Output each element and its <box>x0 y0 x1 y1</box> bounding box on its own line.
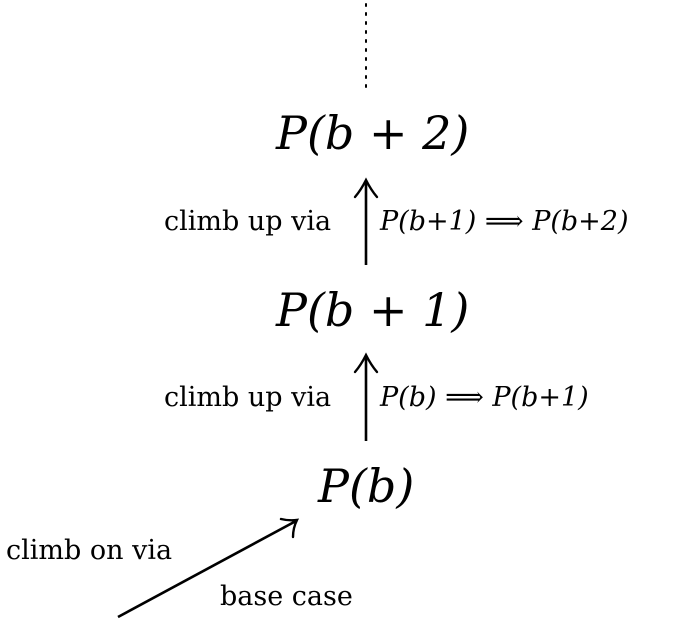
node-p-b-plus-1: P(b + 1) <box>276 283 470 337</box>
node-p-b-plus-2: P(b + 2) <box>276 106 470 160</box>
upper-step-arrow <box>353 177 379 265</box>
lower-step-label: climb up via <box>164 382 332 413</box>
lower-step-arrow <box>353 352 379 441</box>
upper-step-label: climb up via <box>164 206 332 237</box>
base-case-arrow <box>117 517 300 619</box>
lower-step-implication: P(b) ⟹ P(b+1) <box>380 382 589 413</box>
base-case-label: base case <box>220 581 353 612</box>
base-climb-on-label: climb on via <box>6 535 173 566</box>
upper-step-implication: P(b+1) ⟹ P(b+2) <box>380 206 629 237</box>
node-p-b: P(b) <box>318 459 415 513</box>
